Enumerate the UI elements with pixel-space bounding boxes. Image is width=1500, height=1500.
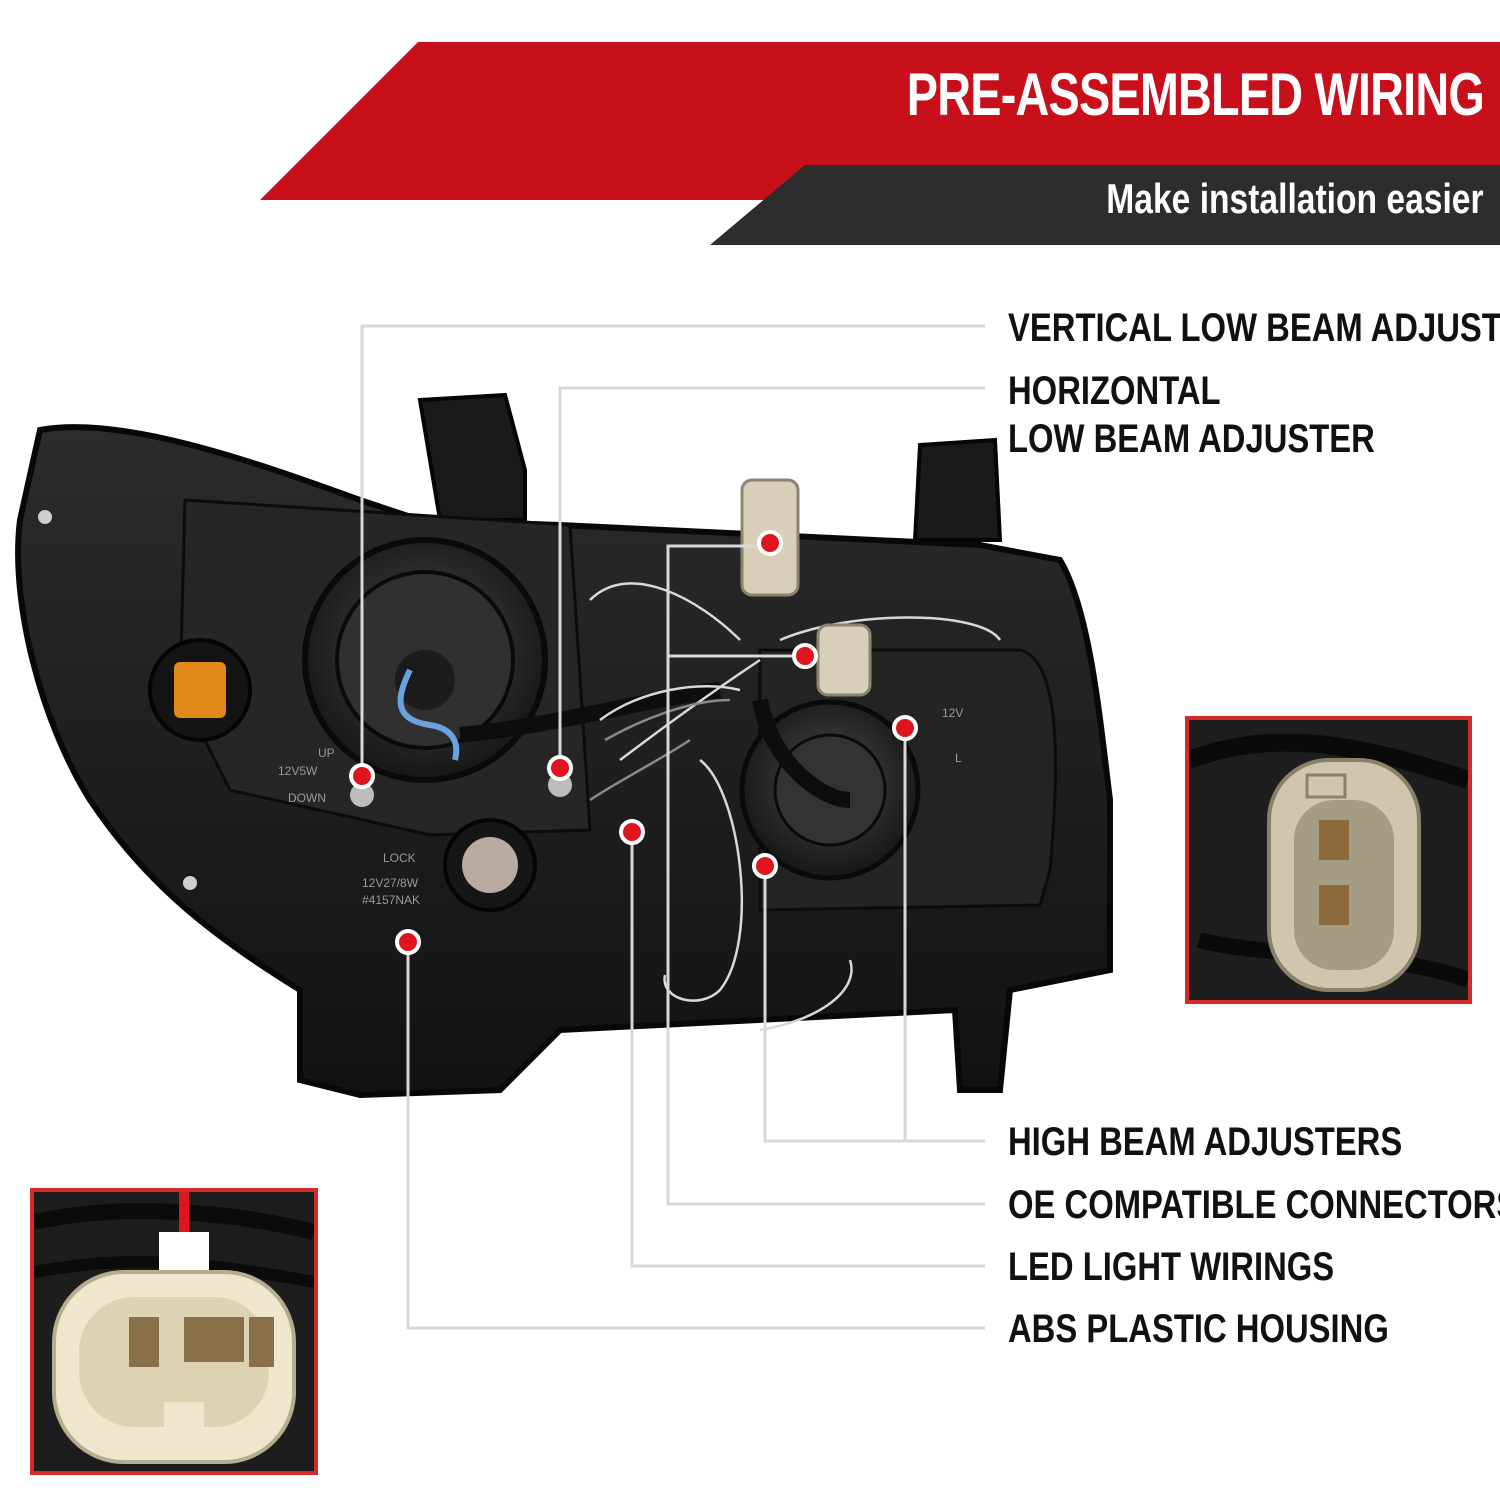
callout-horizontal: HORIZONTAL: [1008, 369, 1221, 413]
callout-led-wirings: LED LIGHT WIRINGS: [1008, 1245, 1335, 1289]
housing-mark-part-code: #4157NAK: [362, 893, 420, 907]
housing-mark-right-volt: 12V: [942, 706, 963, 720]
callout-vertical-low-beam: VERTICAL LOW BEAM ADJUSTER: [1008, 306, 1500, 350]
header-banner: [260, 42, 1500, 245]
banner-subtitle: Make installation easier: [1106, 175, 1484, 222]
housing-mark-down: DOWN: [288, 791, 326, 805]
housing-mark-bulb-signal: 12V27/8W: [362, 876, 419, 890]
callout-abs-housing: ABS PLASTIC HOUSING: [1008, 1307, 1389, 1351]
plug-closeup-icon: [34, 1192, 314, 1471]
inset-connector-bottom: [30, 1188, 318, 1475]
housing-mark-bulb-low: 12V5W: [278, 764, 318, 778]
housing-mark-up: UP: [318, 746, 335, 760]
banner-title: PRE-ASSEMBLED WIRING: [906, 61, 1485, 128]
housing-mark-lock: LOCK: [383, 851, 416, 865]
housing-mark-right-side: L: [955, 751, 962, 765]
connector-closeup-icon: [1189, 720, 1468, 1000]
callout-oe-connectors: OE COMPATIBLE CONNECTORS: [1008, 1183, 1500, 1227]
callout-low-beam-adjuster: LOW BEAM ADJUSTER: [1008, 417, 1375, 461]
callout-high-beam-adjusters: HIGH BEAM ADJUSTERS: [1008, 1120, 1403, 1164]
inset-connector-top: [1185, 716, 1472, 1004]
